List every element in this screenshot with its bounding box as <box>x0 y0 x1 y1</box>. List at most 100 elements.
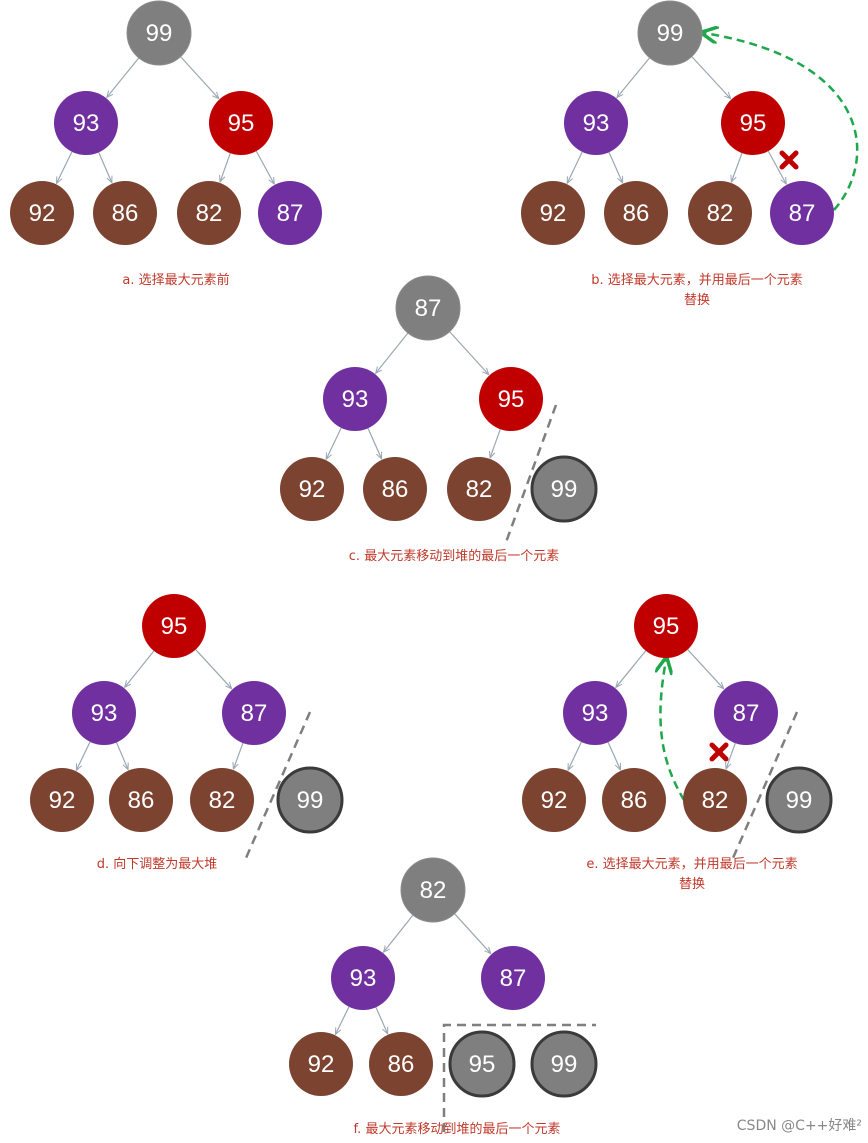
node-circle <box>289 1032 353 1096</box>
node-value: 82 <box>420 877 447 904</box>
node-value: 92 <box>540 200 567 227</box>
node-value: 99 <box>657 20 684 47</box>
node-value: 93 <box>350 965 377 992</box>
node-circle <box>564 91 628 155</box>
node-value: 86 <box>128 787 155 814</box>
node-value: 92 <box>299 476 326 503</box>
node-value: 92 <box>49 787 76 814</box>
sorted-node-circle <box>765 766 833 834</box>
node-circle <box>369 1032 433 1096</box>
heap-node-b-3: 92 <box>521 181 585 245</box>
node-value: 87 <box>733 700 760 727</box>
node-circle <box>479 367 543 431</box>
divider-d <box>244 711 312 859</box>
heap-node-e-5: 82 <box>683 768 747 832</box>
node-circle <box>209 91 273 155</box>
node-circle <box>604 181 668 245</box>
node-value: 95 <box>740 110 767 137</box>
node-circle <box>400 857 466 923</box>
node-value: 99 <box>551 1051 578 1078</box>
heap-node-b-4: 86 <box>604 181 668 245</box>
heap-node-f-2: 87 <box>481 946 545 1010</box>
tree-edge <box>335 1006 350 1035</box>
node-circle <box>447 457 511 521</box>
divider-c <box>503 404 558 546</box>
tree-edge <box>566 151 583 183</box>
node-circle <box>714 681 778 745</box>
tree-edge <box>726 742 736 769</box>
tree-edge <box>367 427 383 459</box>
node-circle <box>126 0 192 66</box>
heap-node-d-4: 86 <box>109 768 173 832</box>
heap-node-b-2: 95 <box>721 91 785 155</box>
caption-a: a. 选择最大元素前 <box>122 272 229 288</box>
heap-node-d-1: 93 <box>72 681 136 745</box>
node-value: 86 <box>388 1051 415 1078</box>
tree-edge <box>384 914 414 952</box>
heap-node-c-6: 99 <box>530 455 598 523</box>
heap-node-e-0: 95 <box>634 594 698 658</box>
sorted-node-circle <box>276 766 344 834</box>
tree-edge <box>449 331 489 375</box>
heap-node-d-0: 95 <box>142 594 206 658</box>
node-circle <box>721 91 785 155</box>
node-value: 86 <box>621 787 648 814</box>
cross-icon <box>709 742 729 762</box>
heap-node-a-4: 86 <box>93 181 157 245</box>
node-circle <box>10 181 74 245</box>
node-value: 87 <box>277 200 304 227</box>
node-value: 87 <box>241 700 268 727</box>
node-circle <box>770 181 834 245</box>
node-circle <box>72 681 136 745</box>
tree-edge <box>107 57 140 98</box>
tree-edge <box>325 427 342 459</box>
caption-b: b. 选择最大元素，并用最后一个元素 <box>591 273 803 288</box>
tree-edges <box>56 56 786 1035</box>
node-circle <box>190 768 254 832</box>
tree-edge <box>767 150 786 184</box>
node-circle <box>522 768 586 832</box>
node-circle <box>222 681 286 745</box>
node-value: 87 <box>415 295 442 322</box>
node-value: 82 <box>196 200 223 227</box>
node-value: 92 <box>541 787 568 814</box>
heap-node-c-4: 86 <box>363 457 427 521</box>
tree-edge <box>454 913 491 954</box>
annotations <box>244 33 859 1132</box>
sorted-node-circle <box>530 455 598 523</box>
node-circle <box>142 594 206 658</box>
node-value: 87 <box>789 200 816 227</box>
node-value: 99 <box>146 20 173 47</box>
node-value: 82 <box>702 787 729 814</box>
tree-edge <box>376 332 409 373</box>
heap-node-b-5: 82 <box>688 181 752 245</box>
node-circle <box>521 181 585 245</box>
caption-e: e. 选择最大元素，并用最后一个元素 <box>586 857 797 872</box>
tree-edge <box>567 741 582 770</box>
node-value: 82 <box>707 200 734 227</box>
tree-edge <box>75 741 91 770</box>
caption-f: f. 最大元素移动到堆的最后一个元素 <box>354 1121 561 1137</box>
heap-node-e-3: 92 <box>522 768 586 832</box>
tree-edge <box>125 650 155 687</box>
node-value: 95 <box>469 1051 496 1078</box>
heap-node-f-1: 93 <box>331 946 395 1010</box>
tree-edge <box>180 56 219 99</box>
node-circle <box>363 457 427 521</box>
caption-d: d. 向下调整为最大堆 <box>97 856 218 872</box>
heap-node-a-3: 92 <box>10 181 74 245</box>
node-circle <box>54 91 118 155</box>
cross-icon <box>779 150 799 170</box>
node-circle <box>602 768 666 832</box>
tree-edge <box>115 742 129 769</box>
caption-b: 替换 <box>684 293 710 308</box>
heap-node-c-2: 95 <box>479 367 543 431</box>
heap-node-a-0: 99 <box>126 0 192 66</box>
node-value: 93 <box>73 110 100 137</box>
node-circle <box>563 681 627 745</box>
tree-edge <box>691 56 731 99</box>
heap-node-e-1: 93 <box>563 681 627 745</box>
node-value: 99 <box>297 787 324 814</box>
